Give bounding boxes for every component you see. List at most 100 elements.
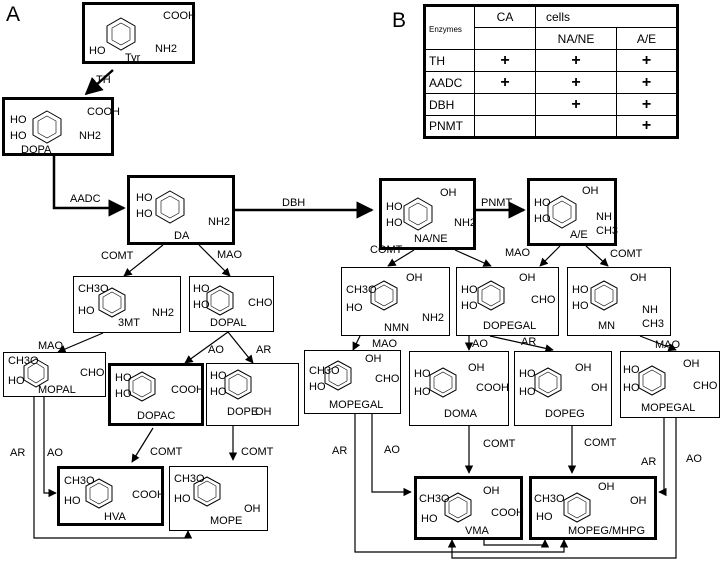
group-ho: HO [623,382,640,394]
enzyme-label: AR [10,447,26,459]
benzene-ring-icon [403,197,433,231]
group-cho: CHO [80,367,105,379]
col-ae: A/E [616,27,678,50]
group-oh: OH [255,406,272,418]
compound-label: DOPEG [545,408,585,420]
group-oh: OH [365,353,382,365]
table-row: TH + + + [424,49,678,72]
group-ch3o: CH3O [78,283,109,295]
group-nh: NH [642,304,658,316]
benzene-ring-icon [324,360,352,391]
enzyme-label: COMT [150,446,183,458]
group-ho: HO [346,302,363,314]
group-oh: OH [630,272,647,284]
group-ho: HO [115,388,132,400]
compound-dope: HO HO OH DOPE [206,363,299,426]
col-nane: NA/NE [535,27,617,50]
group-oh: OH [591,382,608,394]
group-ch3o: CH3O [309,365,340,377]
col-cells: cells [535,5,678,28]
enzyme-label: MAO [38,340,64,352]
arrow-nane-nmn [387,249,415,267]
arrow-mopal-hva [43,397,57,498]
compound-label: MOPE [210,515,243,527]
group-ho: HO [534,213,551,225]
group-ho: HO [8,375,25,387]
compound-mopegal-left: OH CH3O HO CHO MOPEGAL [304,350,401,414]
group-cooh: COOH [132,489,165,501]
group-ho: HO [10,130,27,142]
cell: + [616,115,678,138]
table-corner: Enzymes [424,5,475,50]
arrow-dopac-hva [131,427,154,463]
benzene-ring-icon [32,110,62,144]
group-oh: OH [440,187,457,199]
group-oh: OH [575,362,592,374]
group-nh2: NH2 [208,216,231,228]
compound-label: Tyr [125,52,141,64]
compound-tyr: COOH HO NH2 Tyr [82,2,196,64]
benzene-ring-icon [547,195,577,229]
panel-label-b: B [392,9,407,32]
arrow-mn-mopegal [639,335,677,352]
group-oh: OH [598,481,615,493]
group-cooh: COOH [163,10,196,22]
group-nh: NH [596,211,612,223]
arrow-mopegal-vma [371,414,412,497]
arrow-3mt-mopal [57,332,104,353]
enzyme-label: AADC [70,193,101,205]
group-ch3: CH3 [642,318,665,330]
group-ch3o: CH3O [534,493,565,505]
group-oh: OH [483,485,500,497]
group-ho: HO [210,370,227,382]
enzyme-label: COMT [241,446,274,458]
enzyme-label: DBH [282,197,306,209]
group-ch3o: CH3O [346,284,377,296]
compound-label: DOPAC [137,410,176,422]
enzyme-label: AR [641,456,657,468]
enzyme-label: AO [686,453,702,465]
benzene-ring-icon [370,280,398,311]
compound-label: DOPAL [210,317,247,329]
panel-label-a: A [6,3,21,26]
col-ca: CA [474,5,536,28]
compound-label: MOPEGAL [641,402,696,414]
enzyme-label: COMT [101,250,134,262]
arrow-dopal-dopac [184,331,229,364]
enzyme-label: MAO [217,249,243,261]
compound-dopa: COOH HO HO NH2 DOPA [2,97,120,156]
compound-label: DOPEGAL [483,320,537,332]
group-nh2: NH2 [454,217,477,229]
benzene-ring-icon [23,358,49,388]
enzyme-label: AO [47,447,63,459]
compound-mn: OH HO HO NH CH3 MN [567,267,671,336]
benzene-ring-icon [106,17,136,51]
compound-label: DOPA [21,144,52,156]
compound-vma: OH CH3O HO COOH VMA [414,476,524,540]
group-ho: HO [115,372,132,384]
arrow-mopegal-mopeg [658,418,667,497]
group-ho: HO [519,386,536,398]
group-ch3o: CH3O [64,475,95,487]
group-oh: OH [406,272,423,284]
enzyme-label: COMT [483,438,516,450]
group-cho: CHO [375,373,400,385]
table-row: PNMT + [424,115,678,138]
enzyme-label: AO [384,444,400,456]
enzyme-label: COMT [370,244,403,256]
group-ho: HO [210,386,227,398]
group-ho: HO [10,114,27,126]
enzyme-label: MAO [505,247,531,259]
group-cooh: COOH [491,507,524,519]
compound-label: DOMA [444,408,477,420]
compound-doma: OH HO HO COOH DOMA [409,351,509,426]
compound-mopal: CH3O HO CHO MOPAL [3,352,106,397]
arrow-dopegal-dopeg [489,335,554,353]
group-cooh: COOH [87,106,120,118]
group-ho: HO [386,217,403,229]
group-ho: HO [136,192,153,204]
group-ho: HO [174,493,191,505]
cell: + [616,49,678,72]
group-cho: CHO [248,297,273,309]
col-ca-sub [474,27,536,50]
